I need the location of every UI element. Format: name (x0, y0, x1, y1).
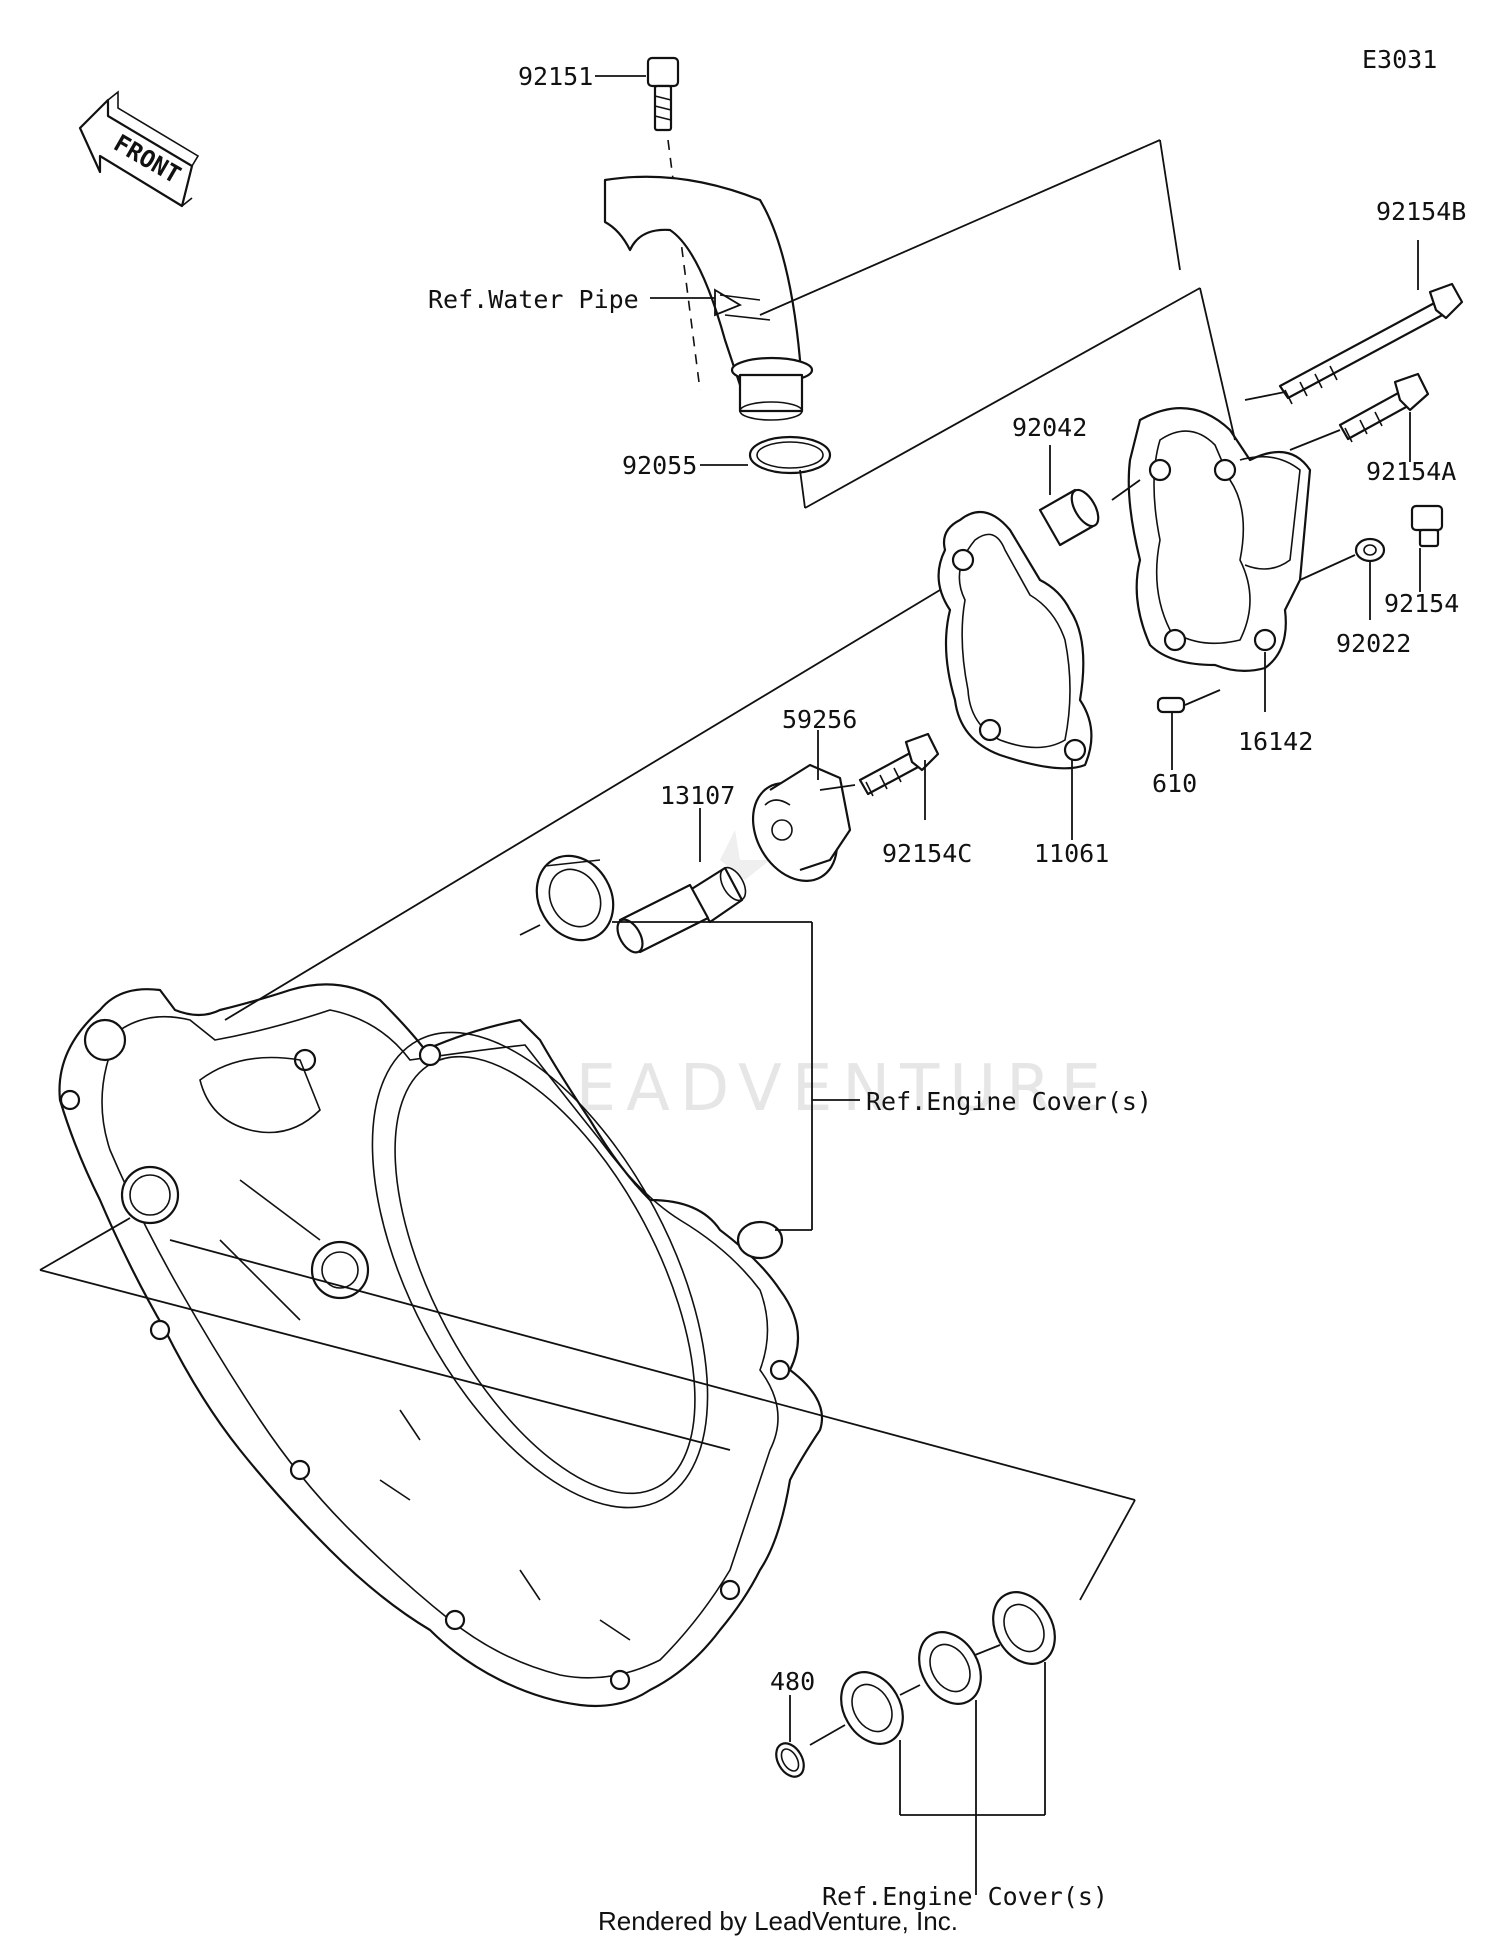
bearing-upper (535, 854, 615, 942)
label-92154C: 92154C (882, 839, 972, 868)
impeller-59256 (751, 763, 852, 882)
leader-lines (39, 75, 1421, 1895)
pump-cover-16142 (1127, 407, 1312, 672)
dowel-92042 (1038, 488, 1100, 547)
water-pipe-ref (603, 175, 814, 421)
o-ring-92055 (748, 435, 832, 475)
bearing-lower-2 (918, 1631, 982, 1705)
oil-seal (992, 1591, 1056, 1665)
label-92154A: 92154A (1366, 457, 1456, 486)
label-engine-cover-2: Ref.Engine Cover(s) (822, 1882, 1108, 1911)
label-engine-cover-1: Ref.Engine Cover(s) (866, 1087, 1152, 1116)
label-water-pipe: Ref.Water Pipe (428, 285, 639, 314)
bolt-92154C (858, 732, 940, 797)
label-11061: 11061 (1034, 839, 1109, 868)
plug-92154 (1410, 504, 1444, 548)
label-13107: 13107 (660, 781, 735, 810)
bolt-92154B (1278, 282, 1464, 405)
label-92042: 92042 (1012, 413, 1087, 442)
bolt-92154A (1338, 372, 1430, 443)
part-labels: 92151 Ref.Water Pipe 92055 92042 92154B … (428, 62, 1466, 1911)
circlip-480 (775, 1742, 805, 1778)
bearing-lower-1 (840, 1671, 904, 1745)
label-92022: 92022 (1336, 629, 1411, 658)
label-610: 610 (1152, 769, 1197, 798)
label-92154B: 92154B (1376, 197, 1466, 226)
gasket-11061 (937, 510, 1093, 770)
watermark-text: LEADVENTURE (530, 1052, 1111, 1126)
diagram-code: E3031 (1362, 45, 1437, 74)
label-59256: 59256 (782, 705, 857, 734)
label-16142: 16142 (1238, 727, 1313, 756)
bolt-92151 (646, 56, 701, 391)
label-92055: 92055 (622, 451, 697, 480)
watermark: LEADVENTURE (530, 830, 1111, 1126)
washer-92022 (1354, 537, 1386, 563)
front-arrow-icon: FRONT (78, 90, 200, 208)
engine-cover (58, 983, 824, 1708)
footer-text: Rendered by LeadVenture, Inc. (598, 1906, 958, 1936)
label-92151: 92151 (518, 62, 593, 91)
pin-610 (1156, 696, 1186, 714)
label-480: 480 (770, 1667, 815, 1696)
label-92154: 92154 (1384, 589, 1459, 618)
shaft-13107 (616, 866, 747, 954)
